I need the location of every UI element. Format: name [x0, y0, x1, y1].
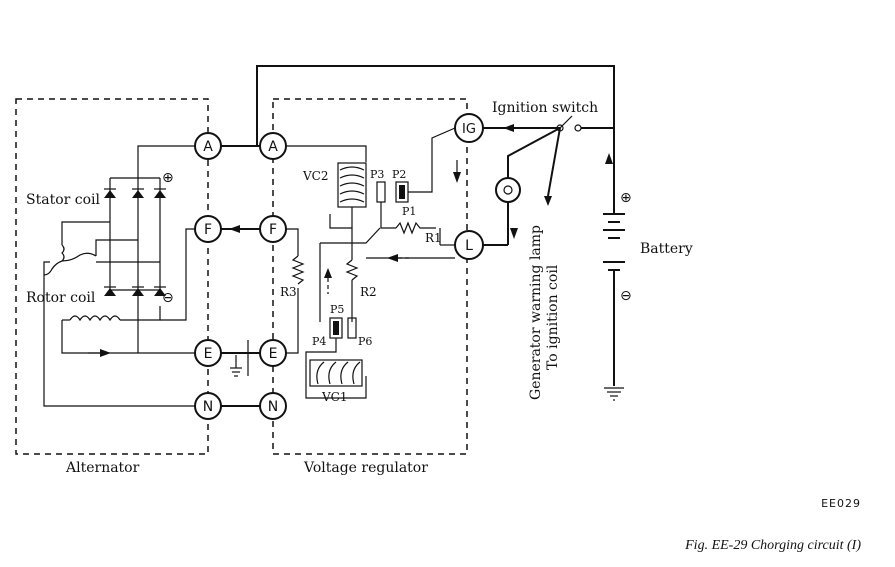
svg-text:A: A [203, 139, 213, 155]
current-arrow-e [100, 349, 111, 357]
current-arrow-p5 [324, 268, 332, 278]
figure-caption: Fig. EE-29 Chorging circuit (I) [685, 538, 861, 553]
label-voltage-regulator: Voltage regulator [303, 460, 428, 476]
label-r1: R1 [425, 231, 442, 245]
current-arrow-ig [503, 124, 514, 132]
label-battery: Battery [640, 241, 693, 257]
diode-lower-1 [104, 286, 116, 296]
p3-contact [376, 181, 386, 203]
svg-text:L: L [465, 238, 473, 254]
current-arrow-f [229, 225, 240, 233]
label-p6: P6 [358, 335, 372, 348]
label-generator-warning-lamp: Generator warning lamp [528, 225, 544, 400]
terminal-reg-e: E [259, 339, 287, 367]
r2-resistor [345, 259, 359, 281]
diode-upper-1 [104, 188, 116, 198]
rotor-coil-winding [69, 315, 121, 322]
alternator-plus-mark: ⊕ [162, 170, 174, 186]
label-p3: P3 [370, 168, 384, 181]
svg-text:N: N [203, 399, 213, 415]
label-vc1: VC1 [321, 390, 347, 404]
terminal-reg-n: N [259, 392, 287, 420]
battery-minus-mark: ⊖ [620, 288, 632, 304]
label-vc2: VC2 [302, 169, 328, 183]
vc2-coil [337, 162, 367, 208]
label-stator-coil: Stator coil [26, 192, 101, 208]
label-p5: P5 [330, 303, 344, 316]
label-r2: R2 [360, 285, 377, 299]
ground-symbol-e [230, 340, 249, 377]
diode-lower-2 [132, 286, 144, 296]
terminal-alt-a: A [194, 132, 222, 160]
alternator-box [15, 98, 209, 455]
label-p2: P2 [392, 168, 406, 181]
svg-text:E: E [204, 346, 213, 362]
p6-contact [347, 317, 357, 339]
r3-resistor [291, 255, 305, 285]
ignition-switch-symbol [556, 115, 614, 132]
current-arrow-ignition-coil [544, 196, 552, 206]
svg-text:A: A [268, 139, 278, 155]
current-arrow-lamp [510, 228, 518, 239]
label-rotor-coil: Rotor coil [26, 290, 96, 306]
top-wire [256, 65, 615, 145]
terminal-alt-f: F [194, 215, 222, 243]
stator-coil-winding [43, 244, 97, 276]
generator-warning-lamp [495, 177, 521, 203]
label-p1: P1 [402, 205, 416, 218]
figure-id: EE029 [821, 497, 861, 510]
r1-resistor [395, 221, 436, 235]
terminal-reg-l: L [454, 230, 484, 260]
diode-lower-3 [154, 286, 166, 296]
voltage-regulator-box [272, 98, 468, 455]
label-p4: P4 [312, 335, 326, 348]
alternator-minus-mark: ⊖ [162, 290, 174, 306]
svg-text:F: F [204, 222, 212, 238]
terminal-alt-n: N [194, 392, 222, 420]
svg-text:F: F [269, 222, 277, 238]
battery-ground-symbol [604, 387, 624, 401]
terminal-reg-f: F [259, 215, 287, 243]
label-alternator: Alternator [65, 460, 140, 476]
p5-contact [329, 317, 343, 339]
p2-contact [395, 181, 409, 203]
svg-text:E: E [269, 346, 278, 362]
svg-text:IG: IG [462, 122, 476, 137]
label-r3: R3 [280, 285, 297, 299]
label-ignition-switch: Ignition switch [492, 100, 598, 116]
svg-text:N: N [268, 399, 278, 415]
battery-symbol [603, 213, 625, 271]
terminal-reg-a: A [259, 132, 287, 160]
terminal-alt-e: E [194, 339, 222, 367]
battery-plus-mark: ⊕ [620, 190, 632, 206]
current-arrow-l [387, 254, 398, 262]
current-arrow-battery [605, 153, 613, 164]
vc1-coil [309, 359, 363, 387]
diode-upper-3 [154, 188, 166, 198]
current-arrow-reg-down [453, 172, 461, 183]
terminal-reg-ig: IG [454, 113, 484, 143]
diode-upper-2 [132, 188, 144, 198]
label-to-ignition-coil: To ignition coil [545, 264, 561, 370]
